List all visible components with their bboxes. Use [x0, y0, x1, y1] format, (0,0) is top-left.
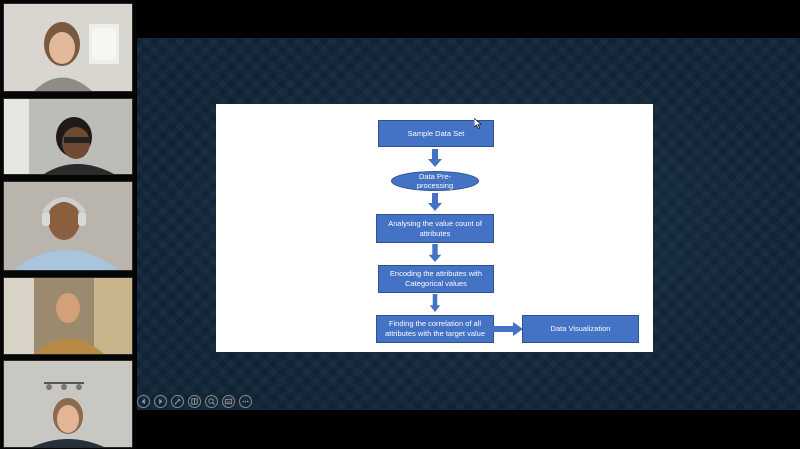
- previous-slide-button[interactable]: [137, 395, 150, 408]
- flow-box-label: Data Pre-processing: [416, 172, 454, 190]
- arrow-down-icon: [429, 294, 441, 312]
- more-options-button[interactable]: [239, 395, 252, 408]
- subtitles-button[interactable]: [222, 395, 235, 408]
- flow-box-data-visualization: Data Visualization: [522, 315, 639, 343]
- flow-box-label: Analysing the value count of attributes: [388, 218, 482, 238]
- shared-screen: Sample Data Set Data Pre-processing Anal…: [137, 38, 800, 410]
- flow-box-encoding: Encoding the attributes with Categorical…: [378, 265, 494, 293]
- pen-tool-button[interactable]: [171, 395, 184, 408]
- flow-box-correlation: Finding the correlation of all attribute…: [376, 315, 494, 343]
- more-options-icon: [242, 400, 249, 403]
- see-all-slides-button[interactable]: [188, 395, 201, 408]
- flow-box-value-count: Analysing the value count of attributes: [376, 214, 494, 243]
- arrow-down-icon: [428, 244, 442, 262]
- slides-icon: [191, 398, 198, 405]
- subtitles-icon: [224, 398, 233, 405]
- next-slide-button[interactable]: [154, 395, 167, 408]
- arrow-down-icon: [428, 149, 442, 167]
- next-icon: [159, 398, 163, 405]
- flow-box-label: Data Visualization: [550, 324, 611, 333]
- participant-video-4[interactable]: [3, 277, 133, 355]
- flow-box-label: Finding the correlation of all attribute…: [384, 319, 486, 338]
- flow-ellipse-data-preprocessing: Data Pre-processing: [391, 171, 479, 191]
- flow-box-label: Encoding the attributes with Categorical…: [389, 269, 483, 288]
- previous-icon: [141, 398, 145, 405]
- pen-icon: [174, 398, 181, 405]
- arrow-right-icon: [493, 322, 523, 336]
- presentation-slide: Sample Data Set Data Pre-processing Anal…: [216, 104, 653, 352]
- flow-box-label: Sample Data Set: [407, 128, 465, 138]
- participant-video-3[interactable]: [3, 181, 133, 271]
- zoom-icon: [208, 398, 216, 406]
- participant-video-2[interactable]: [3, 98, 133, 175]
- participant-video-1[interactable]: [3, 3, 133, 92]
- zoom-button[interactable]: [205, 395, 218, 408]
- slideshow-controls: [137, 395, 252, 409]
- participant-strip: [0, 0, 136, 449]
- arrow-down-icon: [428, 193, 442, 211]
- participant-video-5[interactable]: [3, 360, 133, 448]
- mouse-cursor-icon: [474, 118, 482, 129]
